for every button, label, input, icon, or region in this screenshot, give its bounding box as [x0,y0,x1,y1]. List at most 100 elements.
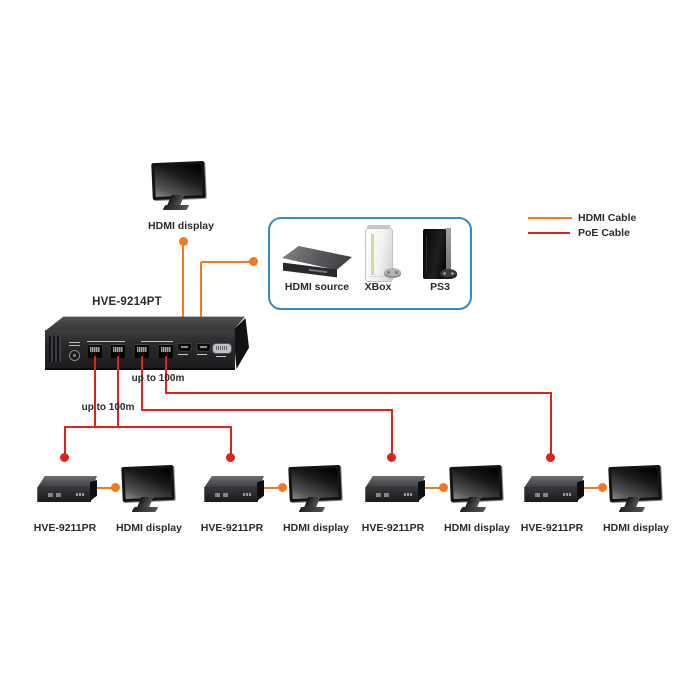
ps3-controller [440,269,457,279]
hdmi-cable-source-vertical [200,262,202,345]
receiver-markings [563,493,572,496]
receiver-unit-2: HVE-9211PR HDMI display [187,460,352,538]
ps3-body [423,229,446,279]
hdmi-display-icon [121,462,178,514]
receiver-icon [35,476,97,504]
monitor-base [459,507,486,512]
transmitter-brand-mark [69,340,80,346]
poe-cable-port1-stub [94,356,96,428]
hdmi-cable-dot [278,483,287,492]
receiver-display-label: HDMI display [603,522,669,534]
hdmi-cable-receiver-segment [584,487,600,489]
monitor-screen [611,468,659,500]
poe-cable-drop-3 [391,409,393,454]
legend-hdmi-cable-label: HDMI Cable [578,212,637,224]
hdmi-cable-receiver-segment [264,487,280,489]
monitor-screen [452,468,500,500]
serial-pins [216,346,228,350]
monitor-base [131,507,158,512]
hdmi-cable-source-horizontal [201,261,251,263]
receiver-port [215,493,220,497]
monitor-panel [151,160,207,200]
rj45-port-1 [88,344,102,358]
rj45-pins [161,347,171,352]
receiver-port [56,493,61,497]
monitor-screen [124,468,172,500]
receiver-display-label: HDMI display [283,522,349,534]
rj45-port-3 [135,344,149,358]
receiver-display-label: HDMI display [444,522,510,534]
serial-port-marking [216,356,226,357]
xbox-controller-buttons [395,271,398,274]
poe-cable-run-3 [141,409,393,411]
distance-label-lower: up to 100m [81,402,135,413]
hdmi-cable-dot [598,483,607,492]
hdmi-display-icon [288,462,345,514]
poe-cable-dot-4 [546,453,555,462]
monitor-screen [154,163,204,197]
ps3-controller-stick [443,272,446,275]
transmitter-power-pin [73,354,76,357]
receiver-model-label: HVE-9211PR [361,522,425,534]
rj45-pins [137,347,147,352]
xbox-controller [384,268,401,278]
hdmi-cable-receiver-segment [97,487,113,489]
poe-cable-dot-3 [387,453,396,462]
xbox-seam [370,276,387,277]
receiver-model-label: HVE-9211PR [33,522,97,534]
ps3-icon [421,227,459,283]
ps3-seam [426,235,427,273]
receiver-port [535,493,540,497]
transmitter-silkscreen-right [141,341,173,342]
hdmi-in-port [196,343,211,352]
monitor-base [618,507,645,512]
hdmi-out-port-marking [178,354,188,355]
legend-hdmi-cable-swatch [528,217,572,219]
transmitter-model-label: HVE-9214PT [92,296,162,308]
receiver-port [223,493,228,497]
poe-cable-run-4 [165,392,552,394]
transmitter-vents [49,336,61,362]
receiver-port [384,493,389,497]
xbox-green-stripe [371,234,374,275]
poe-cable-dot-2 [226,453,235,462]
receiver-display-label: HDMI display [116,522,182,534]
receiver-front [524,487,578,502]
hdmi-display-icon [608,462,665,514]
hdmi-cable-receiver-segment [425,487,441,489]
receiver-top [365,476,425,488]
distance-label-upper: up to 100m [131,373,185,384]
ps3-label: PS3 [430,281,450,293]
hdmi-cable-dot [111,483,120,492]
legend-poe-cable-swatch [528,232,570,234]
poe-cable-port2-stub [117,356,119,428]
transmitter-power-connector [69,350,80,361]
hdmi-cable-dot [439,483,448,492]
xbox-label: XBox [364,281,392,293]
top-hdmi-display-label: HDMI display [148,220,214,232]
monitor-base [162,204,190,210]
receiver-top [204,476,264,488]
receiver-front [204,487,258,502]
rj45-port-2 [111,344,125,358]
poe-cable-port3-stub [141,356,143,411]
monitor-base [298,507,325,512]
hdmi-cable-dot-source [249,257,258,266]
top-hdmi-display-icon [151,158,210,212]
receiver-unit-3: HVE-9211PR HDMI display [348,460,513,538]
poe-cable-drop-1 [64,426,66,454]
poe-cable-drop-4 [550,392,552,454]
poe-cable-bus-left [64,426,232,428]
receiver-port [48,493,53,497]
rj45-port-4 [159,344,173,358]
transmitter-silkscreen-left [87,341,125,342]
receiver-icon [202,476,264,504]
receiver-icon [522,476,584,504]
poe-cable-dot-1 [60,453,69,462]
xbox-controller-stick [387,271,390,274]
hdmi-display-icon [449,462,506,514]
hdmi-out-port [177,343,192,352]
hdmi-source-label: HDMI source [284,281,350,293]
ps3-controller-buttons [451,272,454,275]
